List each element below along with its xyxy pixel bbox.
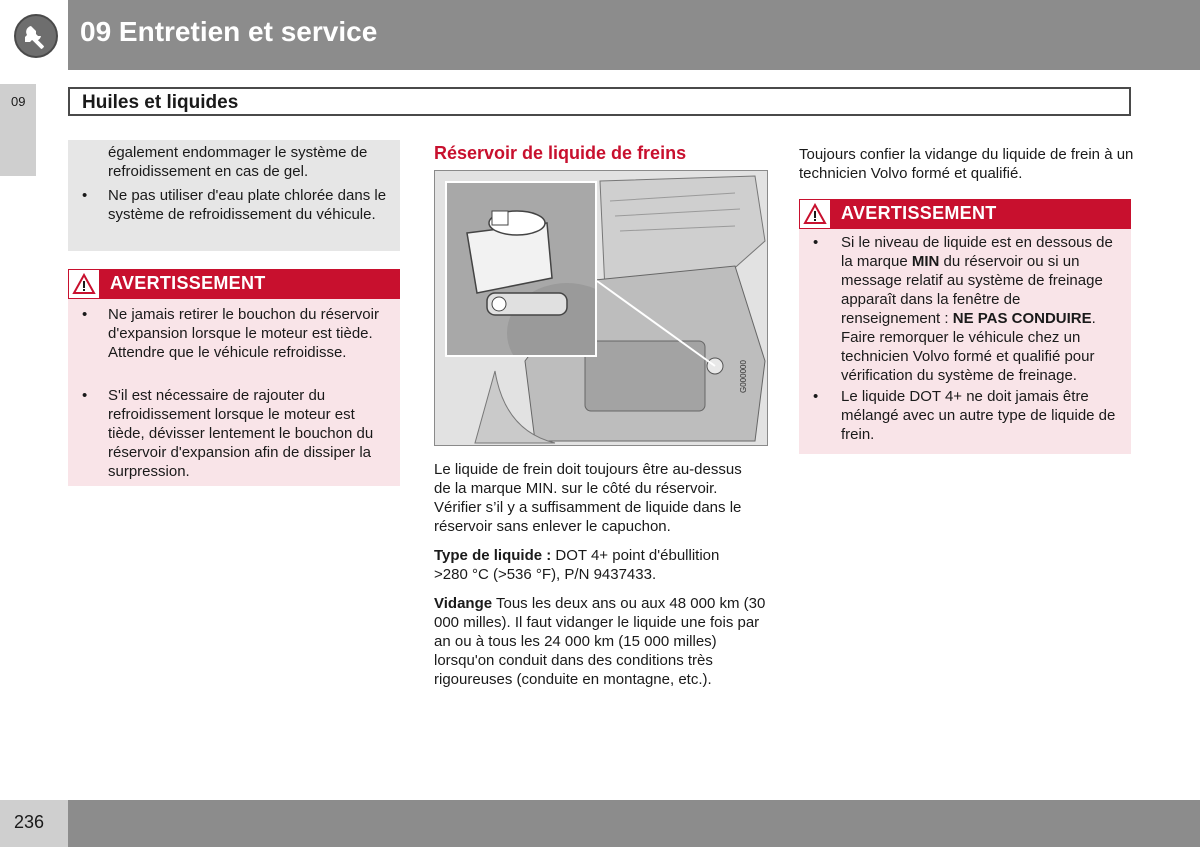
fluid-type-text: DOT 4+ point d'ébullition >280 °C (>536 … — [434, 547, 720, 583]
fluid-type-paragraph: Type de liquide : DOT 4+ point d'ébullit… — [434, 546, 754, 584]
warning-label: AVERTISSEMENT — [841, 203, 997, 223]
fluid-type-label: Type de liquide : — [434, 547, 552, 564]
warning-label: AVERTISSEMENT — [110, 273, 266, 293]
warning-box: AVERTISSEMENT • Ne jamais retirer le bou… — [68, 269, 400, 486]
bullet-icon: • — [82, 306, 88, 323]
warning-text: . Faire remorquer le véhicule chez un te… — [841, 310, 1096, 384]
warning-text: du réservoir ou si un message relatif au… — [841, 253, 1103, 327]
warning-item: Le liquide DOT 4+ ne doit jamais être mé… — [841, 388, 1116, 443]
warning-triangle-icon — [68, 269, 100, 299]
warning-item: Si le niveau de liquide est en dessous d… — [841, 233, 1123, 385]
warning-header: AVERTISSEMENT — [68, 269, 400, 299]
bullet-icon: • — [82, 387, 88, 404]
wrench-icon — [14, 14, 58, 58]
continued-list-box: également endommager le système de refro… — [68, 140, 400, 251]
list-item: Ne pas utiliser d'eau plate chlorée dans… — [108, 187, 387, 223]
page-number: 236 — [14, 812, 45, 832]
drain-label: Vidange — [434, 595, 493, 612]
side-tab-number: 09 — [11, 94, 26, 109]
bullet-icon: • — [813, 234, 819, 251]
section-title: Huiles et liquides — [82, 92, 239, 113]
reservoir-closeup-inset — [445, 181, 627, 383]
warning-item: Ne jamais retirer le bouchon du réservoi… — [108, 306, 379, 361]
warning-box: AVERTISSEMENT • Si le niveau de liquide … — [799, 199, 1131, 454]
warning-triangle-icon — [799, 199, 831, 229]
drain-paragraph: Vidange Tous les deux ans ou aux 48 000 … — [434, 594, 769, 689]
chapter-title: 09 Entretien et service — [80, 16, 378, 47]
bullet-icon: • — [813, 388, 819, 405]
warning-header: AVERTISSEMENT — [799, 199, 1131, 229]
header-bar — [68, 0, 1200, 70]
chapter-side-tab — [0, 84, 36, 176]
do-not-drive-label: NE PAS CONDUIRE — [952, 310, 1092, 327]
footer-bar — [68, 800, 1200, 847]
engine-bay-illustration: G000000 — [434, 170, 768, 446]
continued-text: également endommager le système de refro… — [108, 144, 368, 180]
technician-paragraph: Toujours confier la vidange du liquide d… — [799, 146, 1134, 182]
warning-item: S'il est nécessaire de rajouter du refro… — [108, 387, 374, 480]
brake-fluid-paragraph: Le liquide de frein doit toujours être a… — [434, 461, 742, 535]
drain-text: Tous les deux ans ou aux 48 000 km (30 0… — [434, 595, 766, 688]
brake-fluid-heading: Réservoir de liquide de freins — [434, 143, 687, 163]
warning-text: Si le niveau de liquide est en dessous d… — [841, 234, 1113, 270]
page-header: 09 Entretien et service — [0, 0, 1200, 70]
figure-code: G000000 — [739, 360, 748, 393]
bullet-icon: • — [82, 187, 88, 204]
footer-left-block — [0, 800, 68, 847]
min-mark-label: MIN — [911, 253, 940, 270]
section-header: Huiles et liquides — [68, 87, 1131, 116]
